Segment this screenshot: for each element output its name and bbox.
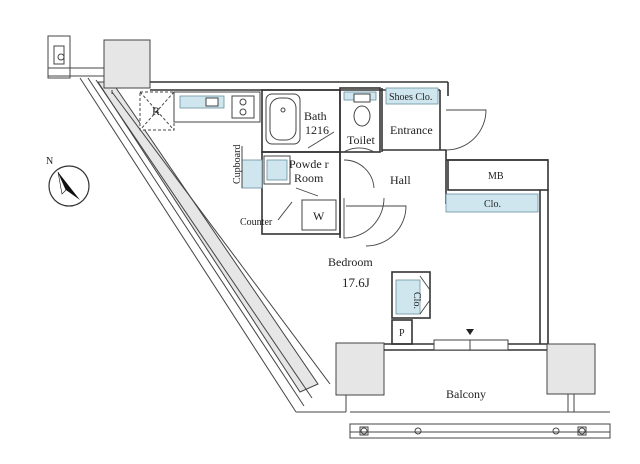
balcony-area <box>345 394 611 439</box>
powder-room <box>261 151 341 235</box>
bedroom-door <box>346 205 407 247</box>
entrance-door <box>445 109 487 151</box>
shoes-closet <box>385 87 439 105</box>
bath-size-label: 1216 <box>305 123 329 137</box>
toilet-bowl <box>353 105 371 127</box>
bathroom <box>261 89 341 153</box>
hall-closet <box>445 193 539 213</box>
bedroom-closet-label: Clo. <box>411 292 422 309</box>
top-left-railing <box>47 35 104 79</box>
toilet-room <box>339 87 381 153</box>
balcony-label: Balcony <box>446 387 486 401</box>
bedroom-size-label: 17.6J <box>342 275 370 290</box>
powder-room-label: Powde r <box>289 157 329 171</box>
fridge-label: R <box>152 104 160 118</box>
compass-icon: N <box>46 156 90 207</box>
counter-label: Counter <box>240 217 273 228</box>
cupboard-label: Cupboard <box>232 145 243 184</box>
column-balcony-left <box>335 342 385 396</box>
shoes-closet-label: Shoes Clo. <box>389 92 432 103</box>
pipe-space-label: P <box>399 328 405 339</box>
window-marker-icon <box>466 329 474 335</box>
column-top-left <box>103 39 151 89</box>
entrance-label: Entrance <box>390 123 433 137</box>
hall-door <box>343 197 385 239</box>
column-balcony-right <box>546 343 596 395</box>
compass-north-label: N <box>46 156 53 167</box>
mb-space <box>447 159 549 191</box>
mb-label: MB <box>488 171 504 182</box>
hall-closet-label: Clo. <box>484 199 501 210</box>
bedroom-right-wall <box>539 190 549 344</box>
entrance-area <box>381 87 487 152</box>
bedroom-closet <box>391 271 431 319</box>
bedroom-bottom-wall <box>384 329 547 351</box>
window <box>433 339 509 351</box>
kitchen-area <box>111 90 261 131</box>
toilet-door <box>343 159 375 189</box>
stove-icon <box>231 95 255 119</box>
washer-label: W <box>313 209 325 223</box>
washer-space <box>301 199 337 231</box>
powder-room-label-2: Room <box>294 171 324 185</box>
counter-leader <box>277 201 293 221</box>
bedroom-label: Bedroom <box>328 255 373 269</box>
bath-label: Bath <box>304 109 327 123</box>
hall-label: Hall <box>390 173 411 187</box>
toilet-label: Toilet <box>347 133 375 147</box>
cupboard <box>241 159 263 189</box>
